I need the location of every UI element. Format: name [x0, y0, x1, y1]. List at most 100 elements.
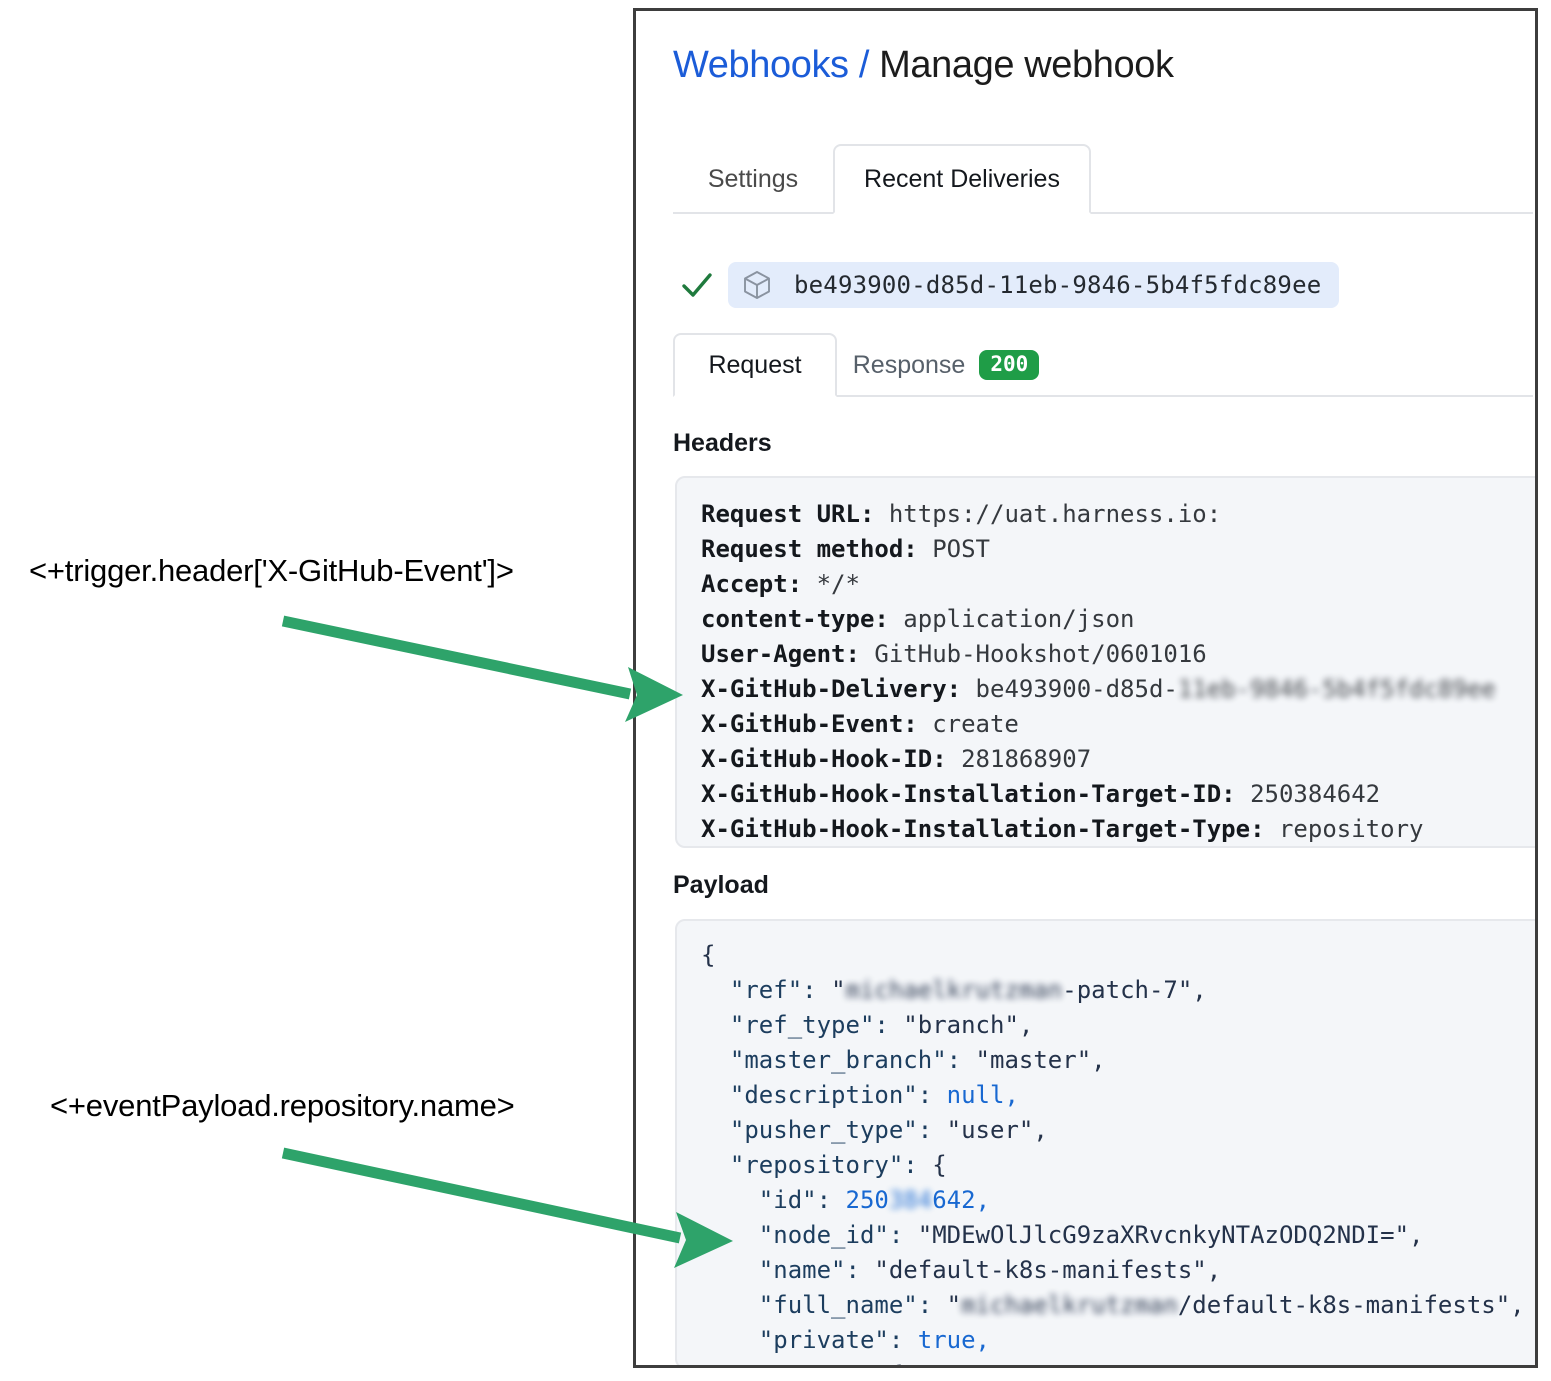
indent: [701, 976, 730, 1004]
redacted-value: michaelkrutzman: [845, 976, 1063, 1004]
header-value: 281868907: [961, 745, 1092, 773]
json-value: "MDEwOlJlcG9zaXRvcnkyNTAzODQ2NDI=",: [917, 1221, 1424, 1249]
redacted-value: michaelkrutzman: [961, 1291, 1178, 1319]
json-value: {: [701, 941, 716, 969]
payload-line: "id": 250384642,: [701, 1183, 1535, 1218]
headers-section-label: Headers: [673, 429, 772, 457]
main-tabstrip: Settings Recent Deliveries: [673, 121, 1533, 214]
payload-section-label: Payload: [673, 871, 769, 899]
json-value: {: [932, 1151, 947, 1179]
header-key: content-type:: [701, 605, 904, 633]
annotation-label-trigger-header: <+trigger.header['X-GitHub-Event']>: [29, 553, 514, 588]
payload-line: "ref_type": "branch",: [701, 1008, 1535, 1043]
indent: [701, 1151, 730, 1179]
json-value: 642,: [932, 1186, 991, 1214]
check-icon: [682, 273, 712, 297]
tab-response[interactable]: Response 200: [837, 333, 1055, 397]
tab-request[interactable]: Request: [673, 333, 837, 397]
header-value: repository: [1278, 815, 1424, 843]
delivery-id-chip[interactable]: be493900-d85d-11eb-9846-5b4f5fdc89ee: [728, 262, 1340, 308]
json-key: "ref":: [729, 976, 832, 1004]
header-value: GitHub-Hookshot/0601016: [874, 640, 1207, 668]
tab-recent-deliveries[interactable]: Recent Deliveries: [833, 144, 1091, 214]
header-row: X-GitHub-Hook-ID: 281868907: [701, 742, 1535, 777]
breadcrumb-separator: /: [858, 44, 870, 86]
payload-line: "description": null,: [701, 1078, 1535, 1113]
header-key: X-GitHub-Delivery:: [701, 675, 976, 703]
json-quote: ": [946, 1291, 962, 1319]
header-row: Request URL: https://uat.harness.io:: [701, 497, 1535, 532]
json-key: "name":: [758, 1256, 875, 1284]
indent: [701, 1221, 759, 1249]
json-value: "default-k8s-manifests",: [874, 1256, 1222, 1284]
json-quote: ": [831, 976, 846, 1004]
header-key: Accept:: [701, 570, 817, 598]
header-row: Request method: POST: [701, 532, 1535, 567]
indent: [701, 1186, 759, 1214]
json-value: "branch",: [903, 1011, 1034, 1039]
json-value: {: [889, 1361, 903, 1365]
annotation-label-event-payload: <+eventPayload.repository.name>: [50, 1088, 515, 1123]
payload-line: "repository": {: [701, 1148, 1535, 1183]
json-key: "private":: [758, 1326, 918, 1354]
header-key: X-GitHub-Hook-Installation-Target-ID:: [701, 780, 1251, 808]
payload-line: {: [701, 938, 1535, 973]
indent: [701, 1326, 759, 1354]
indent: [701, 1116, 730, 1144]
header-value: https://uat.harness.io:: [888, 500, 1222, 528]
json-key: "description":: [729, 1081, 947, 1109]
json-value: "user",: [946, 1116, 1048, 1144]
tab-settings[interactable]: Settings: [707, 164, 799, 193]
payload-line: "owner": {: [701, 1358, 1535, 1365]
json-key: "master_branch":: [729, 1046, 976, 1074]
json-value: true,: [917, 1326, 990, 1354]
json-key: "full_name":: [758, 1291, 947, 1319]
manage-webhook-panel: Webhooks / Manage webhook Settings Recen…: [633, 8, 1538, 1368]
payload-line: "ref": "michaelkrutzman-patch-7",: [701, 973, 1535, 1008]
payload-line: "node_id": "MDEwOlJlcG9zaXRvcnkyNTAzODQ2…: [701, 1218, 1535, 1253]
arrow-to-x-github-event: [281, 615, 683, 722]
header-row: X-GitHub-Delivery: be493900-d85d-11eb-98…: [701, 672, 1535, 707]
header-key: X-GitHub-Hook-Installation-Target-Type:: [701, 815, 1279, 843]
header-value: be493900-d85d-: [975, 675, 1178, 703]
indent: [701, 1011, 730, 1039]
json-key: "owner":: [759, 1361, 889, 1365]
header-key: Request method:: [701, 535, 933, 563]
redacted-value: 384: [888, 1186, 933, 1214]
header-value: create: [932, 710, 1019, 738]
header-value: application/json: [903, 605, 1135, 633]
header-row: X-GitHub-Event: create: [701, 707, 1535, 742]
header-row: content-type: application/json: [701, 602, 1535, 637]
request-response-tabstrip: Request Response 200: [673, 333, 1533, 397]
json-key: "pusher_type":: [729, 1116, 947, 1144]
header-value: 250384642: [1250, 780, 1381, 808]
breadcrumb: Webhooks / Manage webhook: [673, 44, 1174, 87]
header-row: Accept: */*: [701, 567, 1535, 602]
header-row: X-GitHub-Hook-Installation-Target-Type: …: [701, 812, 1535, 846]
json-key: "ref_type":: [729, 1011, 904, 1039]
payload-line: "private": true,: [701, 1323, 1535, 1358]
indent: [701, 1046, 730, 1074]
tab-response-label: Response: [852, 350, 966, 379]
header-row: User-Agent: GitHub-Hookshot/0601016: [701, 637, 1535, 672]
page-title: Manage webhook: [879, 44, 1174, 86]
headers-code-box: Request URL: https://uat.harness.io:Requ…: [675, 476, 1535, 848]
header-row: X-GitHub-Hook-Installation-Target-ID: 25…: [701, 777, 1535, 812]
json-value: -patch-7",: [1062, 976, 1207, 1004]
payload-line: "master_branch": "master",: [701, 1043, 1535, 1078]
redacted-value: 11eb-9846-5b4f5fdc89ee: [1177, 675, 1496, 703]
payload-line: "pusher_type": "user",: [701, 1113, 1535, 1148]
breadcrumb-link-webhooks[interactable]: Webhooks: [673, 44, 849, 86]
payload-code-box: { "ref": "michaelkrutzman-patch-7", "ref…: [675, 919, 1535, 1365]
json-value: 250: [845, 1186, 889, 1214]
payload-line: "name": "default-k8s-manifests",: [701, 1253, 1535, 1288]
header-key: X-GitHub-Event:: [701, 710, 933, 738]
json-value: null,: [946, 1081, 1019, 1109]
indent: [701, 1081, 730, 1109]
json-key: "id":: [758, 1186, 846, 1214]
header-value: */*: [816, 570, 860, 598]
delivery-row[interactable]: be493900-d85d-11eb-9846-5b4f5fdc89ee: [680, 261, 1340, 309]
json-value: /default-k8s-manifests",: [1177, 1291, 1525, 1319]
indent: [701, 1291, 759, 1319]
header-key: X-GitHub-Hook-ID:: [701, 745, 962, 773]
